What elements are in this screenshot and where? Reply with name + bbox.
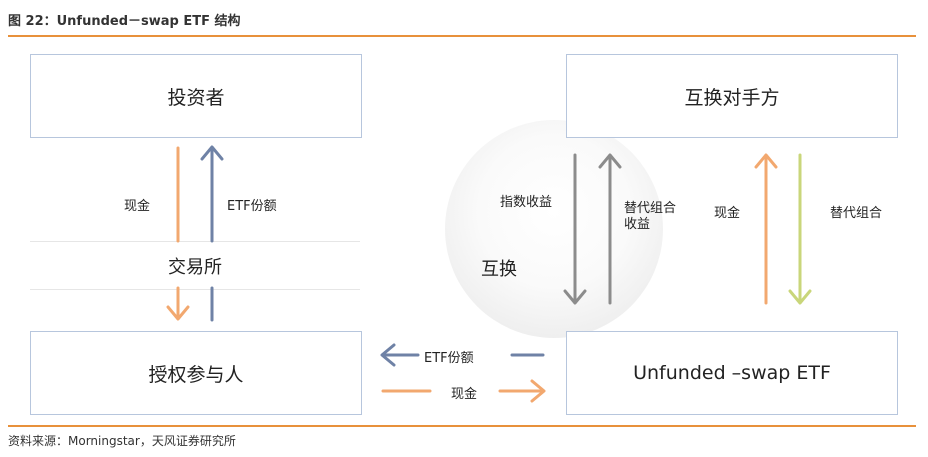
exchange-band: [30, 241, 360, 290]
index-return-label: 指数收益: [500, 195, 553, 210]
investor-etf-share-label: ETF份额: [227, 199, 277, 214]
bottom-etf-share-label: ETF份额: [424, 351, 474, 366]
investor-box: 投资者: [30, 54, 362, 138]
exchange-label: 交易所: [168, 257, 222, 278]
index-return-arrow: [563, 153, 587, 305]
counterparty-alt-portfolio-arrow: [788, 153, 812, 305]
investor-etf-share-arrow: [200, 145, 224, 322]
etf-box: Unfunded –swap ETF: [566, 331, 898, 415]
bottom-cash-arrow: [381, 379, 546, 403]
alt-portfolio-return-label: 替代组合 收益: [624, 201, 676, 233]
swap-label: 互换: [481, 259, 517, 280]
counterparty-alt-portfolio-label: 替代组合: [830, 206, 883, 221]
bottom-rule: [8, 425, 916, 427]
alt-portfolio-return-line1: 替代组合: [624, 201, 677, 216]
authorized-participant-box: 授权参与人: [30, 331, 362, 415]
counterparty-cash-label: 现金: [714, 206, 741, 221]
bottom-etf-share-arrow: [380, 343, 545, 367]
figure-title: 图 22：Unfunded－swap ETF 结构: [8, 14, 241, 29]
swap-counterparty-box: 互换对手方: [566, 54, 898, 138]
source-note: 资料来源：Morningstar，天风证券研究所: [8, 434, 236, 448]
swap-circle: [445, 120, 663, 338]
counterparty-cash-arrow: [754, 153, 778, 305]
investor-cash-arrow: [166, 146, 190, 321]
top-rule: [8, 35, 916, 37]
alt-portfolio-return-line2: 收益: [624, 217, 651, 232]
alt-portfolio-return-arrow: [598, 153, 622, 305]
bottom-cash-label: 现金: [451, 387, 478, 402]
investor-cash-label: 现金: [124, 199, 151, 214]
